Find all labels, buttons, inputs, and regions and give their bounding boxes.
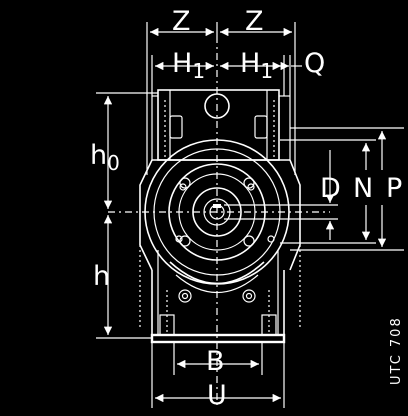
dimension-z — [146, 22, 296, 175]
dimension-h1-right-label: H1 — [240, 48, 273, 83]
dimension-u-label: U — [207, 380, 227, 411]
dimension-z-left-label: Z — [172, 6, 191, 37]
dimension-h — [96, 92, 158, 339]
dimension-n-label: N — [353, 173, 373, 204]
dimension-h1-left-label: H1 — [172, 48, 205, 83]
gearbox-body — [139, 89, 301, 344]
dimension-h1 — [151, 55, 302, 96]
dimension-q-label: Q — [304, 48, 325, 79]
dimension-h0-label: h0 — [90, 140, 120, 175]
dimension-b-label: B — [206, 346, 225, 377]
dimension-d-label: D — [320, 173, 341, 204]
dimension-d-n-p — [224, 127, 404, 251]
dimension-p-label: P — [386, 173, 402, 204]
dimension-h-bottom-label: h — [93, 261, 110, 292]
dimension-b-u — [151, 342, 285, 408]
dimension-z-right-label: Z — [245, 6, 264, 37]
reference-code: UTC 708 — [389, 316, 404, 385]
